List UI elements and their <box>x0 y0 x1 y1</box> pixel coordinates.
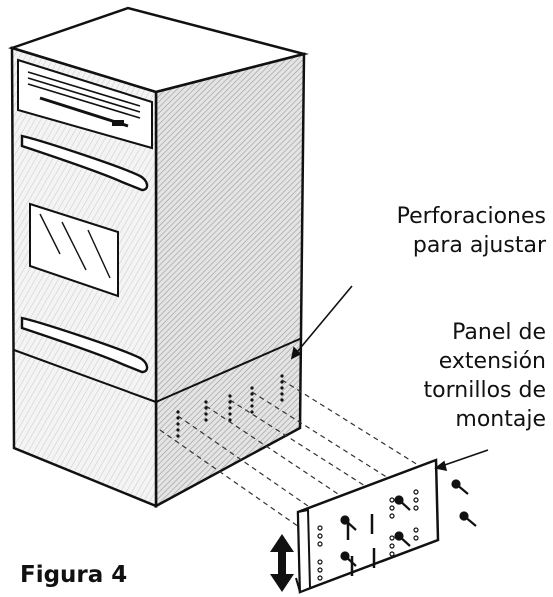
projection-lines <box>159 379 427 537</box>
leader-lines <box>290 285 489 472</box>
screw-icon <box>451 479 469 495</box>
adjust-arrow-icon <box>270 534 294 592</box>
control-knob <box>112 120 124 126</box>
panel-callout: Panel de extensión tornillos de montaje <box>330 318 546 434</box>
panel-label-line3: tornillos de <box>423 378 546 403</box>
panel-label-line1: Panel de <box>452 320 546 345</box>
perforations-callout: Perforaciones para ajustar <box>300 202 546 260</box>
screw-icon <box>394 495 411 511</box>
oven-side-face <box>154 52 306 509</box>
panel-screws <box>340 479 477 567</box>
perforations-label-line1: Perforaciones <box>396 204 546 229</box>
screw-icon <box>394 531 411 547</box>
extension-panel <box>295 458 477 594</box>
upper-door-handle <box>20 134 149 192</box>
screw-icon <box>459 511 477 527</box>
figure-title: Figura 4 <box>20 562 128 588</box>
lower-door-handle <box>20 316 149 374</box>
upper-oven-window <box>29 202 119 298</box>
panel-holes <box>317 489 419 581</box>
oven-cabinet <box>7 6 309 509</box>
panel-label-line4: montaje <box>455 407 546 432</box>
panel-label-line2: extensión <box>438 349 546 374</box>
screw-icon <box>340 515 357 531</box>
screw-icon <box>340 551 357 567</box>
perforations-label-line2: para ajustar <box>412 233 546 258</box>
